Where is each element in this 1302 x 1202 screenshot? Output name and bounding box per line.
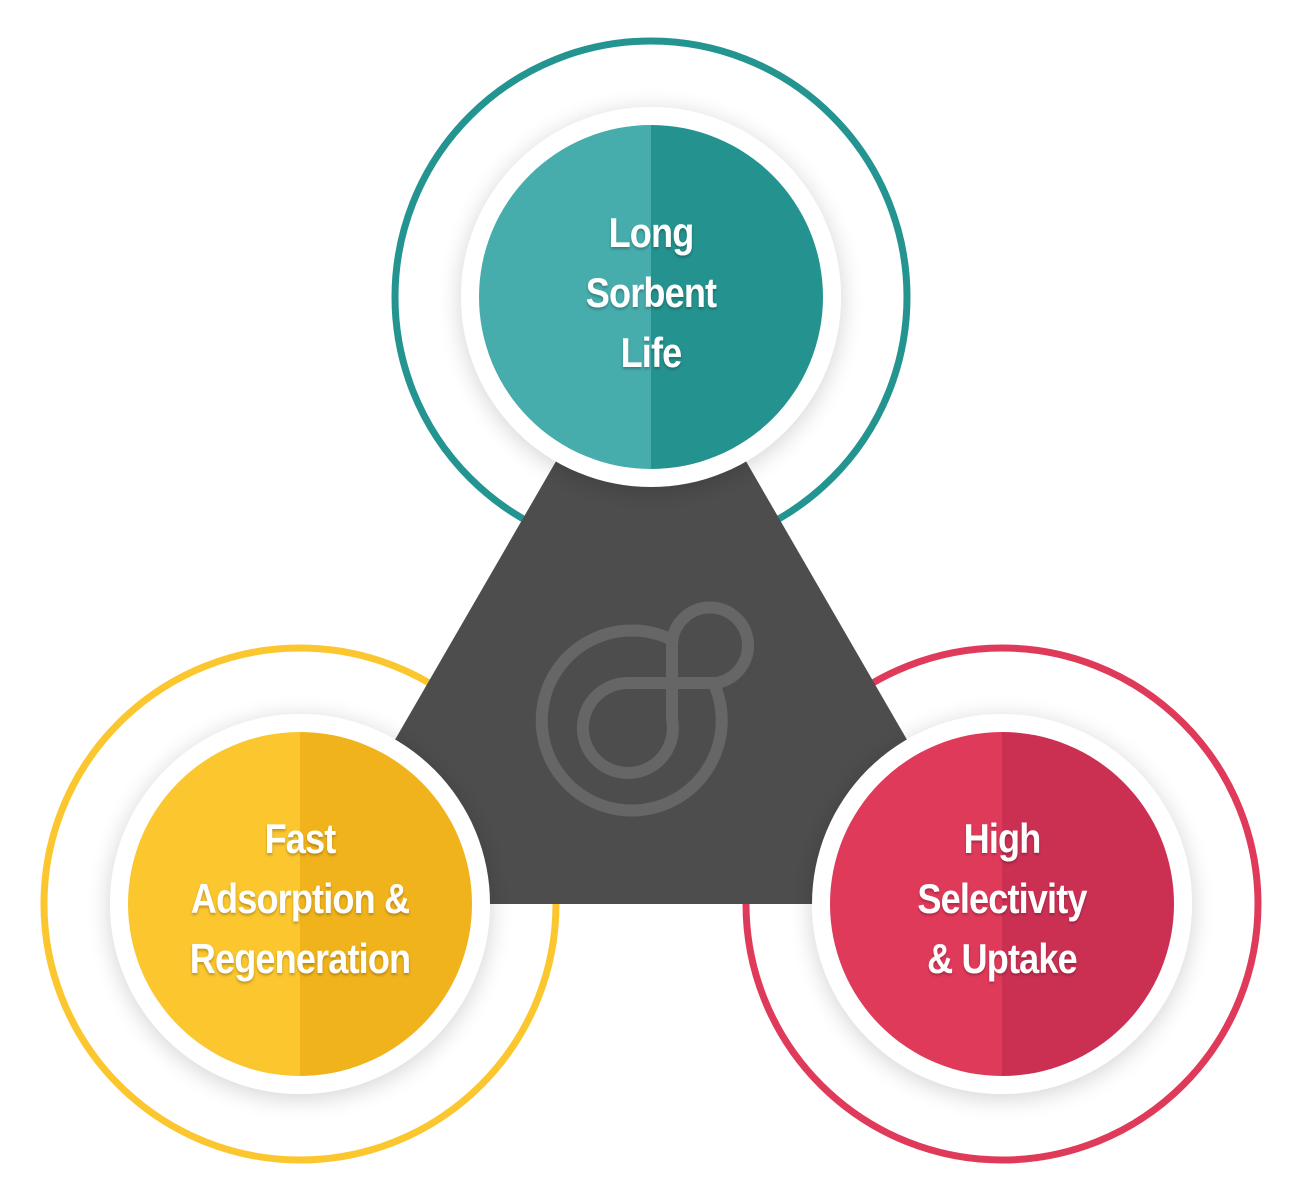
- node-top-label: Long Sorbent Life: [522, 203, 780, 383]
- center-triangle: [300, 297, 1002, 904]
- node-left-line: Fast: [264, 815, 337, 862]
- node-right-line: High: [963, 815, 1042, 862]
- node-right-line: & Uptake: [927, 935, 1078, 982]
- node-top-line: Life: [620, 329, 683, 376]
- node-left-line: Regeneration: [189, 935, 411, 982]
- node-top-line: Sorbent: [585, 269, 717, 316]
- node-right-label: High Selectivity & Uptake: [873, 809, 1131, 989]
- node-right-line: Selectivity: [917, 875, 1087, 922]
- node-left-line: Adsorption &: [190, 875, 410, 922]
- node-top-line: Long: [608, 209, 695, 256]
- node-left-label: Fast Adsorption & Regeneration: [171, 809, 429, 989]
- interlocking-loop-logo-icon: [535, 601, 754, 817]
